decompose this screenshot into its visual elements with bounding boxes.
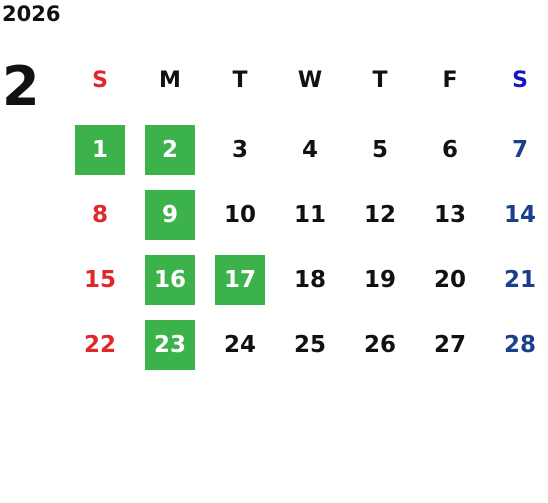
weekday-sun: S bbox=[92, 68, 108, 93]
weekday-mon: M bbox=[159, 68, 181, 93]
day-cell-26[interactable]: 26 bbox=[363, 332, 396, 358]
day-cell-28[interactable]: 28 bbox=[503, 332, 536, 358]
day-cell-4[interactable]: 4 bbox=[301, 137, 318, 163]
day-cell-24[interactable]: 24 bbox=[223, 332, 256, 358]
day-cell-1[interactable]: 1 bbox=[75, 125, 125, 175]
day-cell-5[interactable]: 5 bbox=[371, 137, 388, 163]
day-cell-15[interactable]: 15 bbox=[83, 267, 116, 293]
day-cell-3[interactable]: 3 bbox=[231, 137, 248, 163]
day-cell-10[interactable]: 10 bbox=[223, 202, 256, 228]
weekday-thu: T bbox=[372, 68, 388, 93]
day-cell-14[interactable]: 14 bbox=[503, 202, 536, 228]
weekday-tue: T bbox=[232, 68, 248, 93]
day-cell-11[interactable]: 11 bbox=[293, 202, 326, 228]
weekday-wed: W bbox=[297, 68, 323, 93]
day-cell-19[interactable]: 19 bbox=[363, 267, 396, 293]
day-cell-16[interactable]: 16 bbox=[145, 255, 195, 305]
day-cell-12[interactable]: 12 bbox=[363, 202, 396, 228]
day-cell-23[interactable]: 23 bbox=[145, 320, 195, 370]
day-cell-8[interactable]: 8 bbox=[91, 202, 108, 228]
weekday-fri: F bbox=[442, 68, 458, 93]
day-cell-9[interactable]: 9 bbox=[145, 190, 195, 240]
day-cell-18[interactable]: 18 bbox=[293, 267, 326, 293]
day-cell-17[interactable]: 17 bbox=[215, 255, 265, 305]
day-cell-27[interactable]: 27 bbox=[433, 332, 466, 358]
day-cell-6[interactable]: 6 bbox=[441, 137, 458, 163]
day-cell-2[interactable]: 2 bbox=[145, 125, 195, 175]
day-cell-25[interactable]: 25 bbox=[293, 332, 326, 358]
day-cell-22[interactable]: 22 bbox=[83, 332, 116, 358]
year-label: 2026 bbox=[2, 2, 61, 26]
day-cell-20[interactable]: 20 bbox=[433, 267, 466, 293]
weekday-sat: S bbox=[512, 68, 528, 93]
month-label: 2 bbox=[2, 55, 40, 118]
day-cell-13[interactable]: 13 bbox=[433, 202, 466, 228]
day-cell-7[interactable]: 7 bbox=[511, 137, 528, 163]
day-cell-21[interactable]: 21 bbox=[503, 267, 536, 293]
